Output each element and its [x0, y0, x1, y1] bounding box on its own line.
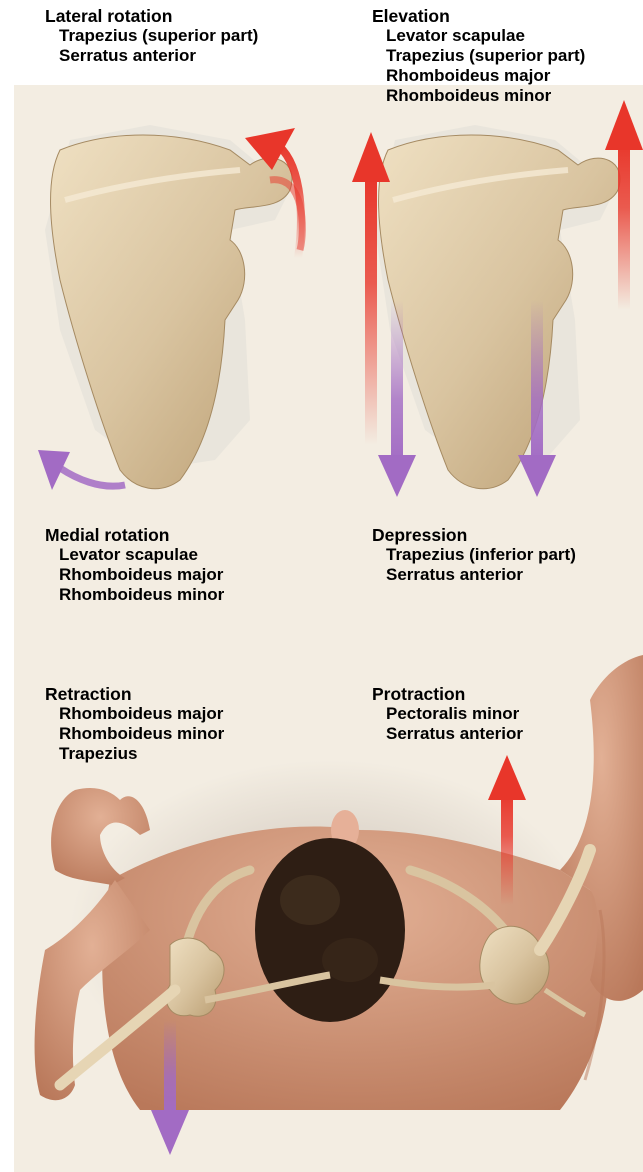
- left-scapula: [51, 135, 292, 489]
- medial-rotation-title: Medial rotation: [45, 525, 224, 545]
- muscle-name: Rhomboideus minor: [45, 585, 224, 605]
- muscle-name: Rhomboideus major: [372, 66, 585, 86]
- muscle-name: Trapezius (superior part): [45, 26, 258, 46]
- lateral-rotation-title: Lateral rotation: [45, 6, 258, 26]
- muscle-name: Levator scapulae: [372, 26, 585, 46]
- muscle-name: Trapezius (superior part): [372, 46, 585, 66]
- medial-rotation-arrow: [38, 450, 125, 490]
- muscle-name: Rhomboideus major: [45, 565, 224, 585]
- protraction-title: Protraction: [372, 684, 523, 704]
- muscle-name: Rhomboideus major: [45, 704, 224, 724]
- elevation-arrow-right: [605, 100, 643, 310]
- protraction-label: Protraction Pectoralis minor Serratus an…: [372, 684, 523, 744]
- muscle-name: Serratus anterior: [45, 46, 258, 66]
- muscle-name: Rhomboideus minor: [372, 86, 585, 106]
- depression-title: Depression: [372, 525, 576, 545]
- medial-rotation-label: Medial rotation Levator scapulae Rhomboi…: [45, 525, 224, 605]
- muscle-name: Serratus anterior: [372, 724, 523, 744]
- elevation-title: Elevation: [372, 6, 585, 26]
- head-hair: [255, 838, 405, 1022]
- depression-label: Depression Trapezius (inferior part) Ser…: [372, 525, 576, 585]
- muscle-name: Trapezius: [45, 744, 224, 764]
- muscle-name: Levator scapulae: [45, 545, 224, 565]
- muscle-name: Serratus anterior: [372, 565, 576, 585]
- right-scapula: [379, 135, 620, 489]
- muscle-name: Rhomboideus minor: [45, 724, 224, 744]
- elevation-label: Elevation Levator scapulae Trapezius (su…: [372, 6, 585, 106]
- muscle-name: Pectoralis minor: [372, 704, 523, 724]
- retraction-label: Retraction Rhomboideus major Rhomboideus…: [45, 684, 224, 764]
- muscle-name: Trapezius (inferior part): [372, 545, 576, 565]
- retraction-title: Retraction: [45, 684, 224, 704]
- lateral-rotation-label: Lateral rotation Trapezius (superior par…: [45, 6, 258, 66]
